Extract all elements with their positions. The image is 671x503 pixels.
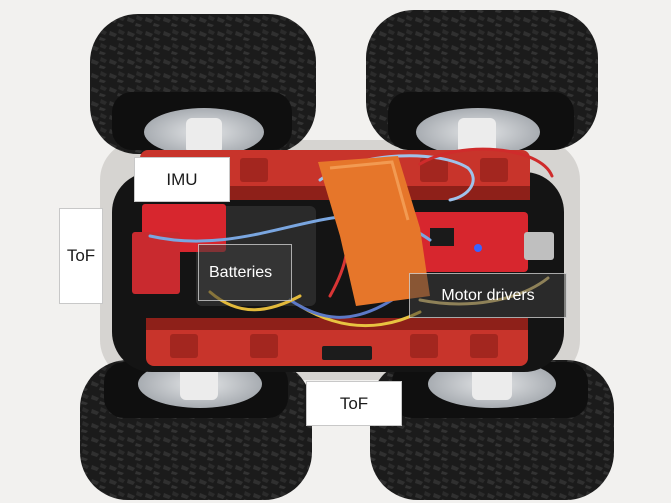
wheel-bottom-left xyxy=(80,360,312,500)
wheel-bottom-right xyxy=(370,360,614,500)
driver-chip xyxy=(430,228,454,246)
wheel-top-right xyxy=(366,10,598,156)
wheel-top-left xyxy=(90,14,316,156)
tof-board-left xyxy=(132,232,180,294)
batteries-label: Batteries xyxy=(198,244,292,301)
motor-driver-board xyxy=(412,212,528,272)
orange-tape xyxy=(318,156,430,306)
motor-drivers-label: Motor drivers xyxy=(409,273,567,318)
connector-bottom xyxy=(322,346,372,360)
tof-bottom-label: ToF xyxy=(306,381,402,426)
status-led xyxy=(474,244,482,252)
red-frame-bottom xyxy=(146,318,528,366)
usb-connector xyxy=(524,232,554,260)
imu-label: IMU xyxy=(134,157,230,202)
tof-left-label: ToF xyxy=(59,208,103,304)
